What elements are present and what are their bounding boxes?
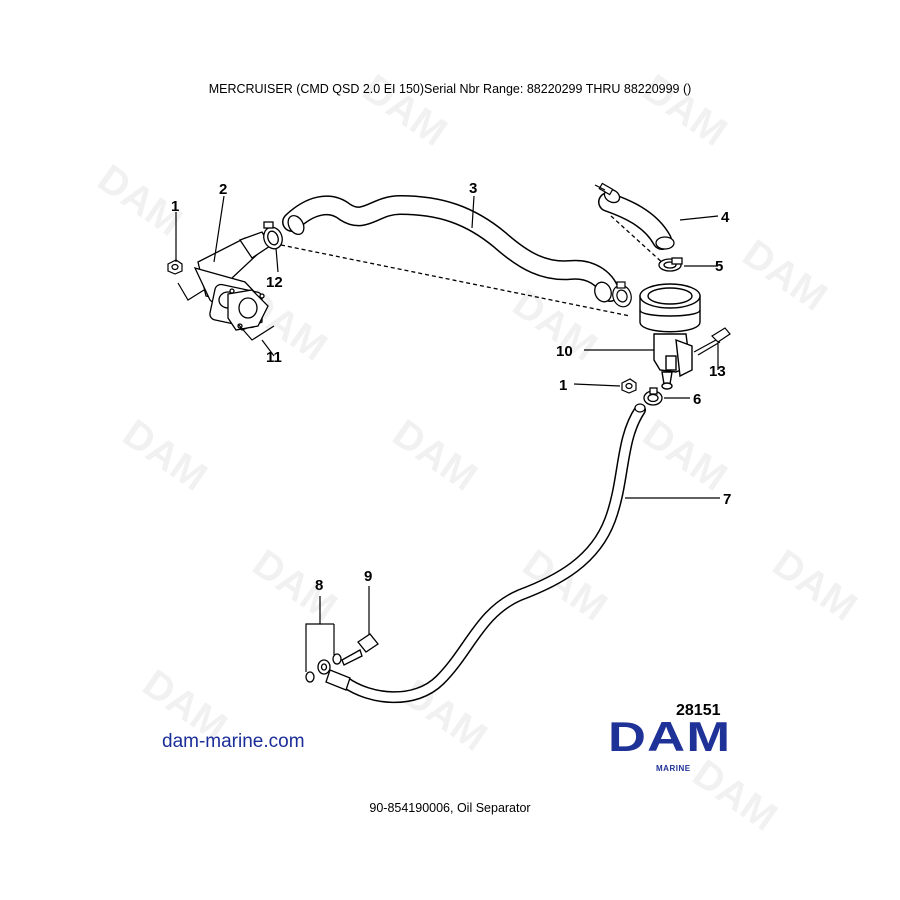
callout-4: 4 [721, 209, 730, 226]
callout-2: 2 [219, 181, 227, 198]
callout-7: 7 [723, 491, 731, 508]
hose-clamp-part [658, 257, 683, 272]
banjo-fitting-part [305, 633, 379, 691]
dam-logo-subtitle: MARINE [656, 764, 691, 773]
oil-separator-part [639, 283, 701, 390]
hose-clamp-part [263, 221, 283, 250]
breather-hose-part [282, 194, 620, 303]
callout-11: 11 [266, 349, 282, 366]
svg-text:DAM: DAM [115, 411, 215, 499]
nut-part [167, 259, 183, 275]
svg-text:DAM: DAM [395, 671, 495, 759]
callout-3: 3 [469, 180, 477, 197]
svg-text:DAM: DAM [635, 411, 735, 499]
svg-text:DAM: DAM [635, 66, 735, 154]
callout-8: 8 [315, 577, 323, 594]
leader-lines [175, 195, 720, 672]
website-link[interactable]: dam-marine.com [162, 731, 305, 752]
svg-text:DAM: DAM [735, 231, 835, 319]
svg-text:DAM: DAM [385, 411, 485, 499]
svg-text:DAM: DAM [765, 541, 865, 629]
svg-text:DAM: DAM [685, 751, 785, 839]
callout-labels: 1 2 3 4 5 12 11 10 13 1 6 7 8 9 [171, 180, 731, 594]
callout-10: 10 [556, 343, 573, 360]
callout-5: 5 [715, 258, 723, 275]
svg-text:DAM: DAM [505, 281, 605, 369]
callout-13: 13 [709, 363, 726, 380]
callout-1-right: 1 [559, 377, 567, 394]
callout-6: 6 [693, 391, 701, 408]
callout-1: 1 [171, 198, 179, 215]
callout-12: 12 [266, 274, 283, 291]
bolt-part [693, 327, 731, 356]
hose-clamp-part [643, 387, 663, 406]
svg-text:DAM: DAM [355, 66, 455, 154]
short-hose-part [594, 182, 675, 250]
figure-caption: 90-854190006, Oil Separator [369, 801, 531, 815]
page-title: MERCRUISER (CMD QSD 2.0 EI 150)Serial Nb… [208, 82, 692, 96]
routing-lines [280, 215, 666, 317]
svg-text:DAM: DAM [245, 541, 345, 629]
nut-part [621, 378, 637, 394]
figure-number: 28151 [676, 702, 721, 719]
dam-logo: DAM [608, 713, 732, 760]
hose-clamp-part [612, 281, 632, 308]
drain-hose-part [339, 403, 646, 704]
elbow-fitting-part [193, 231, 271, 331]
callout-9: 9 [364, 568, 372, 585]
